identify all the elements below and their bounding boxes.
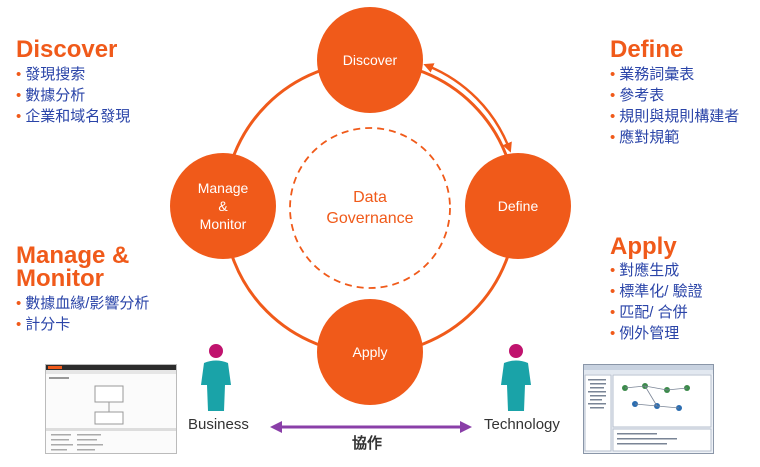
technology-label: Technology — [484, 416, 560, 433]
panel-manage-title-line1: Manage & — [16, 242, 130, 269]
discover-define-arrow — [423, 63, 512, 153]
node-manage-line1: Manage — [197, 180, 249, 196]
center-label-line1: Data — [353, 189, 387, 206]
panel-define-title: Define — [610, 36, 684, 63]
node-manage-line2: & — [218, 198, 228, 214]
panel-discover-list: •發現搜索 •數據分析 •企業和域名發現 — [16, 64, 130, 127]
panel-discover-title: Discover — [16, 36, 118, 63]
panel-define-list: •業務詞彙表 •參考表 •規則與規則構建者 •應對規範 — [610, 64, 739, 148]
node-define: Define — [465, 153, 571, 259]
list-item: •應對規範 — [610, 129, 680, 146]
panel-manage-title-line2: Monitor — [16, 265, 104, 292]
node-manage-line3: Monitor — [199, 216, 247, 232]
node-apply-label: Apply — [352, 344, 388, 360]
person-icon — [501, 344, 531, 411]
list-item: •規則與規則構建者 — [610, 108, 740, 125]
list-item: •對應生成 — [610, 262, 680, 279]
list-item: •數據血緣/影響分析 — [16, 295, 150, 312]
list-item: •例外管理 — [610, 325, 680, 342]
screenshot-thumbnail — [583, 364, 714, 454]
governance-dashed-circle — [289, 127, 451, 289]
list-item: •匹配/ 合併 — [610, 304, 688, 321]
list-item: •數據分析 — [16, 87, 86, 104]
center-label-line2: Governance — [326, 210, 414, 227]
list-item: •參考表 — [610, 87, 665, 104]
center-label: Data Governance — [300, 187, 440, 229]
panel-manage-list: •數據血緣/影響分析 •計分卡 — [16, 293, 149, 335]
node-discover-label: Discover — [342, 52, 398, 68]
node-manage-monitor: Manage & Monitor — [170, 153, 276, 259]
screenshot-thumbnail — [45, 364, 177, 454]
list-item: •標準化/ 驗證 — [610, 283, 703, 300]
node-apply: Apply — [317, 299, 423, 405]
collaboration-label: 協作 — [352, 435, 383, 452]
business-label: Business — [188, 416, 249, 433]
list-item: •計分卡 — [16, 316, 71, 333]
list-item: •業務詞彙表 — [610, 66, 695, 83]
node-discover: Discover — [317, 7, 423, 113]
list-item: •企業和域名發現 — [16, 108, 131, 125]
list-item: •發現搜索 — [16, 66, 86, 83]
node-define-label: Define — [497, 198, 539, 214]
person-icon — [201, 344, 231, 411]
panel-apply-title: Apply — [610, 233, 677, 260]
panel-apply-list: •對應生成 •標準化/ 驗證 •匹配/ 合併 •例外管理 — [610, 260, 703, 344]
